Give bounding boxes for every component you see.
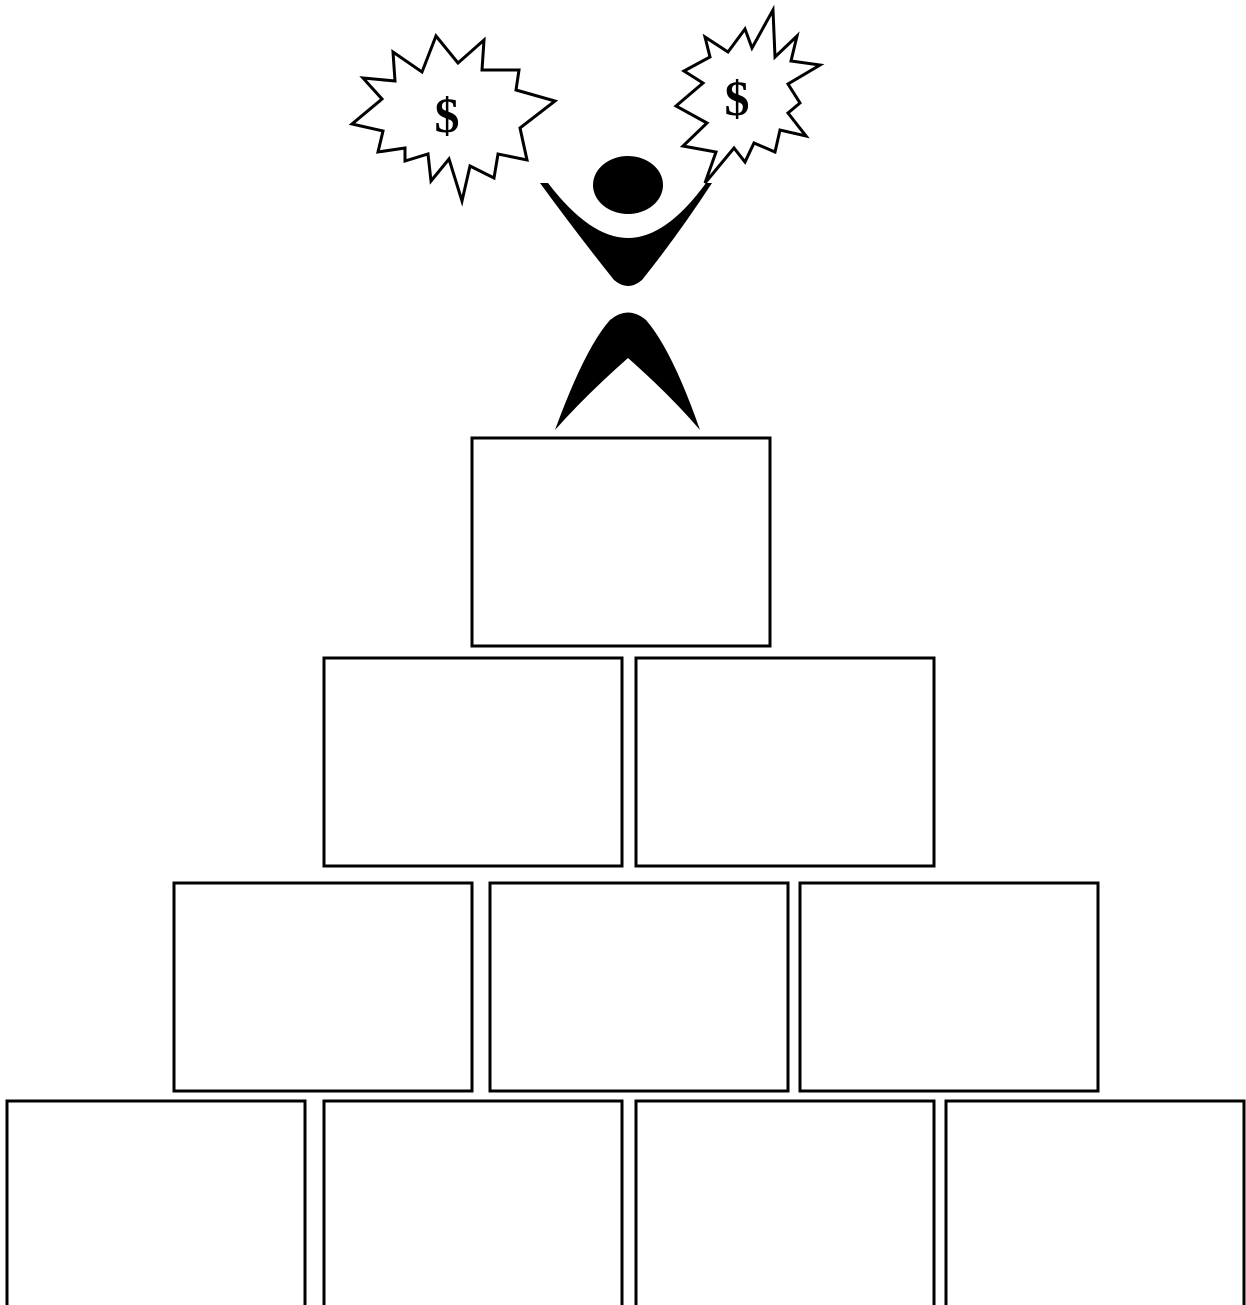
pyramid-block-row4-2 xyxy=(324,1101,622,1305)
pyramid-block-row1-1 xyxy=(472,438,770,646)
pyramid-block-row2-2 xyxy=(636,658,934,866)
pyramid-block-row4-4 xyxy=(946,1101,1244,1305)
dollar-sign-left: $ xyxy=(435,87,460,143)
pyramid-block-row4-1 xyxy=(7,1101,305,1305)
person-head xyxy=(593,156,663,214)
money-burst-right: $ xyxy=(676,10,820,183)
block-pyramid xyxy=(7,438,1244,1305)
pyramid-block-row3-3 xyxy=(800,883,1098,1091)
person-legs xyxy=(555,313,700,431)
money-burst-left: $ xyxy=(352,36,555,201)
pyramid-block-row3-2 xyxy=(490,883,788,1091)
pyramid-block-row3-1 xyxy=(174,883,472,1091)
pyramid-block-row2-1 xyxy=(324,658,622,866)
celebrating-person-icon xyxy=(540,156,712,430)
pyramid-block-row4-3 xyxy=(636,1101,934,1305)
dollar-sign-right: $ xyxy=(725,70,750,126)
